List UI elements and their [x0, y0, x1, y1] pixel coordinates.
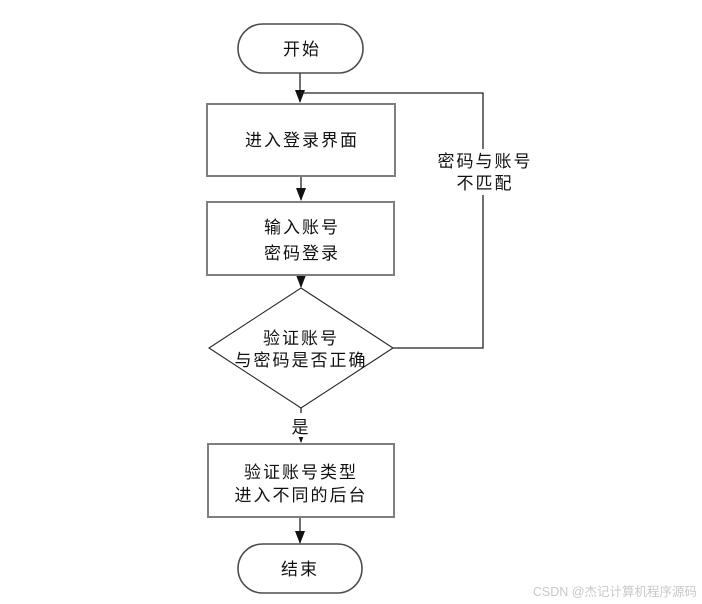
verify-decision-node-line2: 与密码是否正确: [235, 351, 368, 370]
start-node-label: 开始: [283, 40, 321, 59]
verify-type-node-line2: 进入不同的后台: [235, 486, 368, 505]
mismatch-label-background: [434, 149, 534, 195]
enter-login-node: [206, 103, 396, 177]
mismatch-edge-label-line2: 不匹配: [457, 174, 514, 193]
edge-verify-no-feedback-loop: [300, 92, 484, 349]
end-node: [237, 543, 363, 594]
mismatch-edge-label-line1: 密码与账号: [438, 152, 533, 171]
watermark: CSDN @杰记计算机程序源码: [532, 585, 697, 599]
yes-edge-label: 是: [292, 418, 311, 437]
verify-type-node: [207, 443, 395, 518]
verify-decision-node-line1: 验证账号: [263, 329, 339, 348]
end-node-label: 结束: [281, 560, 319, 579]
input-credentials-node: [206, 201, 395, 276]
yes-label-background: [290, 413, 312, 437]
enter-login-node-label: 进入登录界面: [245, 131, 359, 150]
start-node: [237, 23, 364, 74]
input-credentials-node-line2: 密码登录: [264, 244, 340, 263]
input-credentials-node-line1: 输入账号: [264, 218, 340, 237]
verify-decision-node: [207, 287, 395, 409]
verify-type-node-line1: 验证账号类型: [244, 463, 358, 482]
